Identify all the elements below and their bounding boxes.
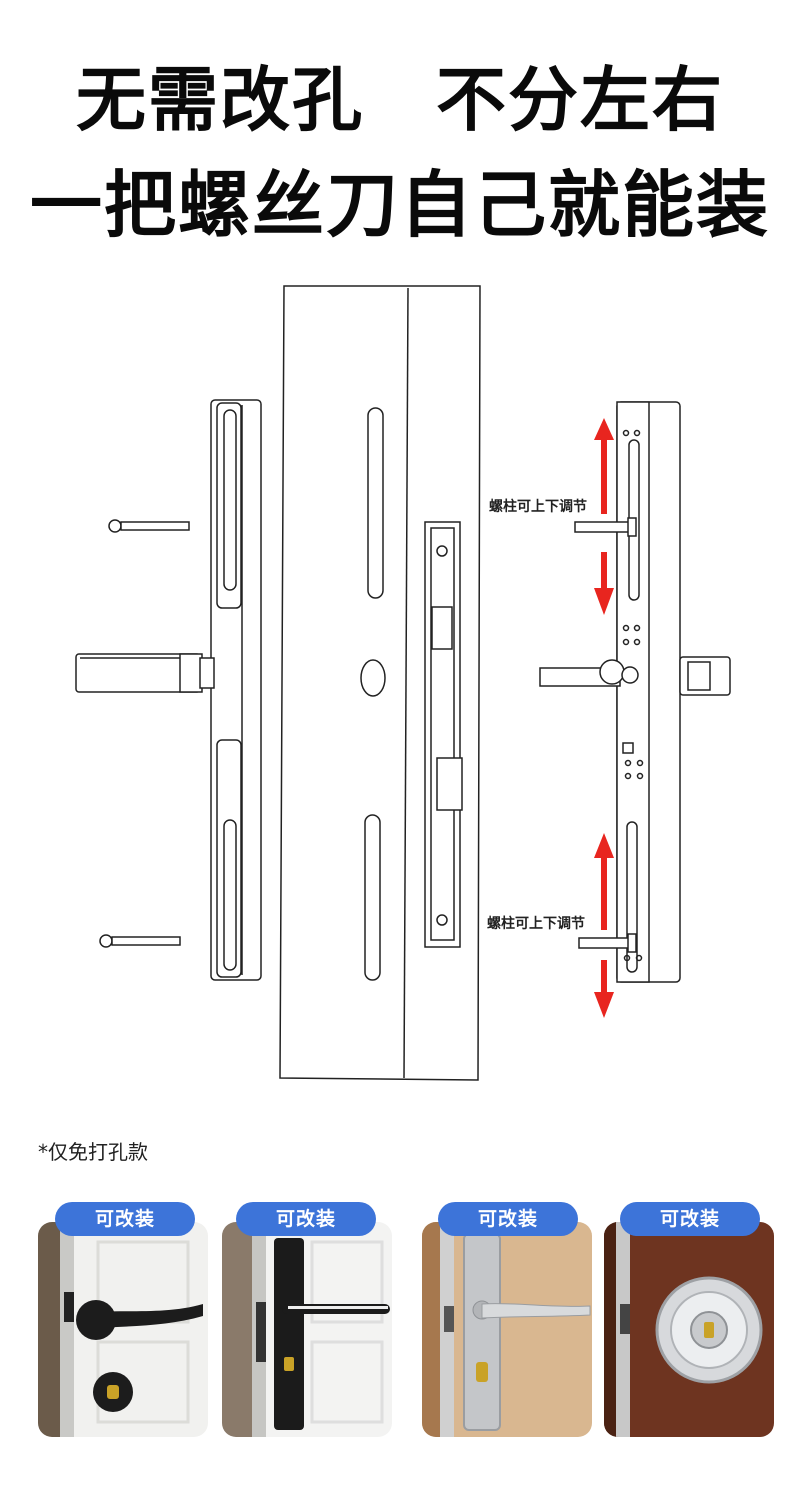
headline-line-2: 一把螺丝刀自己就能装	[29, 163, 770, 247]
badge-retrofit-3: 可改装	[438, 1202, 578, 1236]
stud-adjust-label-top: 螺柱可上下调节	[489, 499, 587, 515]
product-card-silver-plate-lever[interactable]	[422, 1222, 592, 1437]
knob-lock-image	[604, 1222, 774, 1437]
door-panel	[279, 285, 481, 1081]
headline-line-1: 无需改孔 不分左右	[76, 59, 724, 141]
right-handle-assembly	[539, 401, 731, 983]
black-lever-image	[38, 1222, 208, 1437]
left-handle-assembly	[75, 399, 262, 981]
product-card-knob-lock[interactable]	[604, 1222, 774, 1437]
footnote: *仅免打孔款	[38, 1140, 148, 1164]
badge-retrofit-2: 可改装	[236, 1202, 376, 1236]
black-plate-lever-image	[222, 1222, 392, 1437]
product-card-black-lever-deadbolt[interactable]	[38, 1222, 208, 1437]
stud-adjust-label-bottom: 螺柱可上下调节	[487, 916, 585, 932]
product-card-black-plate-lever[interactable]	[222, 1222, 392, 1437]
silver-plate-lever-image	[422, 1222, 592, 1437]
badge-retrofit-4: 可改装	[620, 1202, 760, 1236]
installation-diagram	[75, 285, 731, 1081]
adjust-arrows	[594, 418, 614, 1018]
badge-retrofit-1: 可改装	[55, 1202, 195, 1236]
